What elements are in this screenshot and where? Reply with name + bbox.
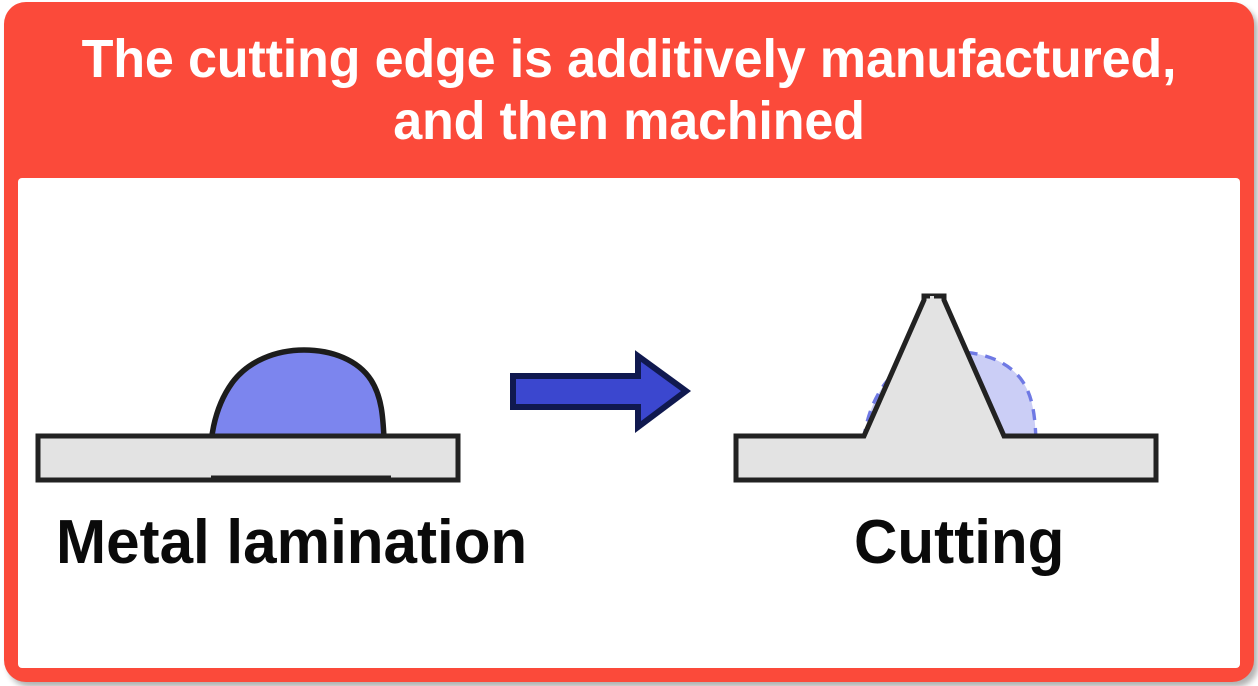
- stage-cutting: [733, 293, 1159, 483]
- title-block: The cutting edge is additively manufactu…: [4, 2, 1254, 178]
- stage-metal-lamination: [35, 347, 461, 483]
- stage-caption-metal-lamination: Metal lamination: [56, 508, 528, 577]
- diagram-panel: Metal lamination Cutting: [18, 178, 1240, 668]
- right-arrow-icon: [510, 350, 692, 433]
- slide-card: The cutting edge is additively manufactu…: [4, 2, 1254, 682]
- flow-arrow: [510, 350, 692, 433]
- machined-cutting-edge: [733, 293, 1159, 483]
- base-plate: [35, 433, 461, 483]
- page-title: The cutting edge is additively manufactu…: [81, 29, 1177, 151]
- stage-caption-cutting: Cutting: [854, 508, 1065, 577]
- process-diagram: [35, 293, 1159, 483]
